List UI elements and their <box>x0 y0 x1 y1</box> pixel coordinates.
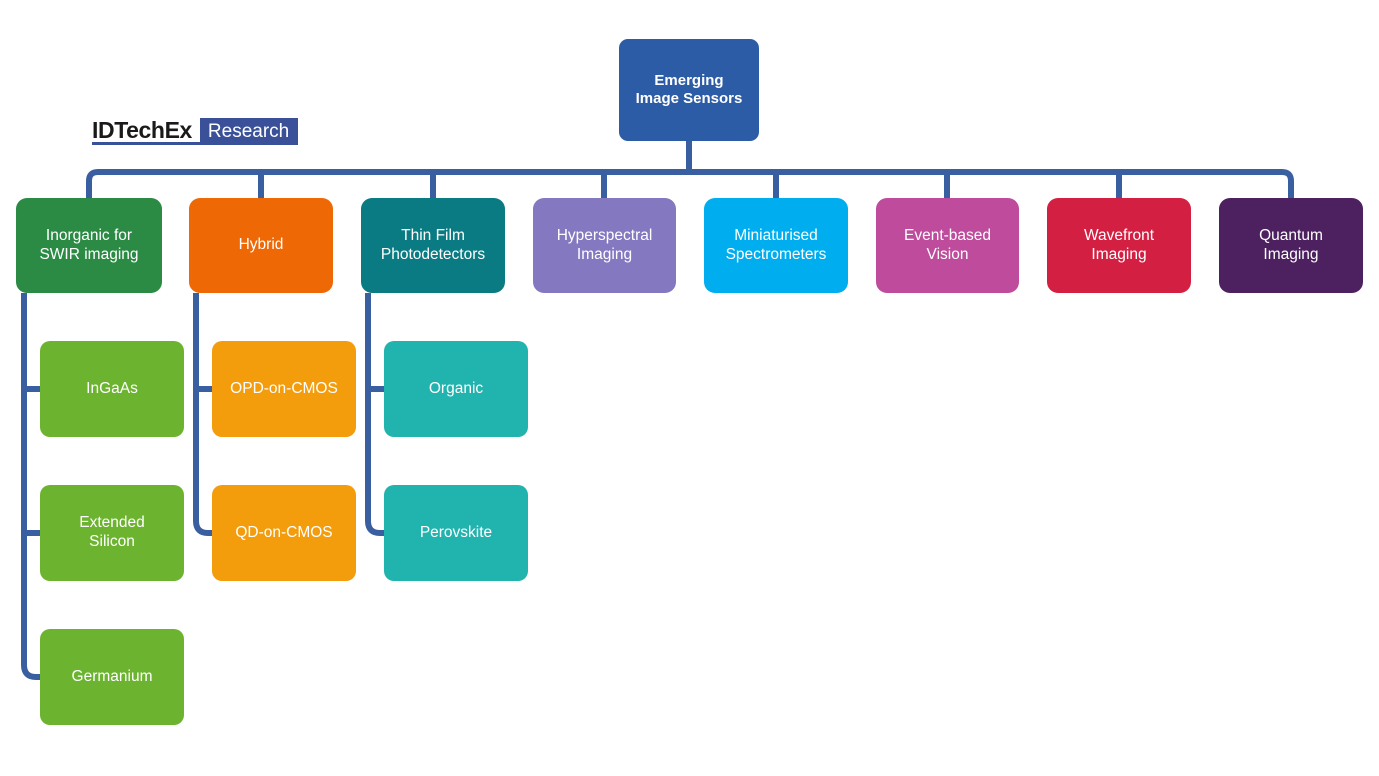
node-wavefront-imaging[interactable]: Wavefront Imaging <box>1047 198 1191 293</box>
node-miniaturised-spectrometers[interactable]: Miniaturised Spectrometers <box>704 198 848 293</box>
node-inorganic-for-swir-imaging[interactable]: Inorganic for SWIR imaging <box>16 198 162 293</box>
node-root[interactable]: Emerging Image Sensors <box>619 39 759 141</box>
node-qd-on-cmos[interactable]: QD-on-CMOS <box>212 485 356 581</box>
connector-spine-hybrid <box>193 293 212 536</box>
logo-wordmark: IDTechEx <box>92 118 200 145</box>
node-ingaas[interactable]: InGaAs <box>40 341 184 437</box>
node-quantum-imaging[interactable]: Quantum Imaging <box>1219 198 1363 293</box>
idtechex-logo: IDTechEx Research <box>92 118 299 145</box>
node-perovskite[interactable]: Perovskite <box>384 485 528 581</box>
connector-spine-swir <box>21 293 40 680</box>
node-hybrid[interactable]: Hybrid <box>189 198 333 293</box>
node-event-based-vision[interactable]: Event-based Vision <box>876 198 1019 293</box>
node-hyperspectral-imaging[interactable]: Hyperspectral Imaging <box>533 198 676 293</box>
node-organic[interactable]: Organic <box>384 341 528 437</box>
node-opd-on-cmos[interactable]: OPD-on-CMOS <box>212 341 356 437</box>
connector-bus <box>86 169 1294 198</box>
node-germanium[interactable]: Germanium <box>40 629 184 725</box>
logo-research-badge: Research <box>199 118 299 145</box>
node-extended-silicon[interactable]: Extended Silicon <box>40 485 184 581</box>
connector-spine-thin-film <box>365 293 384 536</box>
node-thin-film-photodetectors[interactable]: Thin Film Photodetectors <box>361 198 505 293</box>
